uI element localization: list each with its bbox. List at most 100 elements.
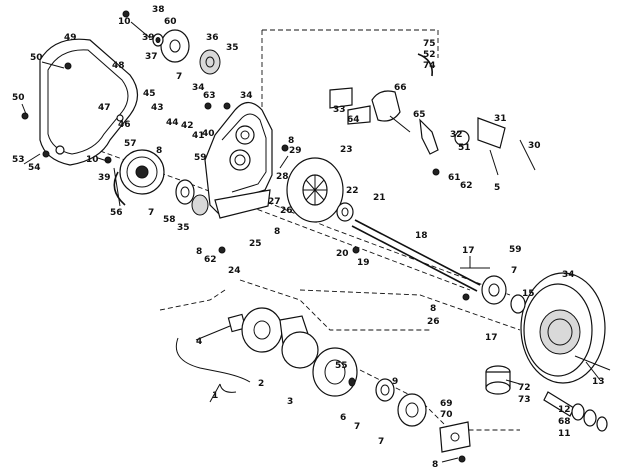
callout-33: 33	[333, 105, 346, 115]
callout-labels: 10 38 60 39 37 7 36 35 49 50 48 50 45 43…	[12, 5, 605, 470]
callout-66: 65	[413, 110, 426, 120]
callout-23: 23	[340, 145, 353, 155]
callout-56: 56	[110, 208, 123, 218]
callout-7c: 7	[511, 266, 517, 276]
hardware-fasteners	[21, 10, 470, 301]
callout-8d: 8	[196, 247, 202, 257]
lower-center-parts	[375, 378, 471, 463]
callout-9: 9	[392, 377, 398, 387]
brake-caliper-assembly	[329, 53, 536, 176]
callout-45: 45	[143, 89, 156, 99]
callout-50a: 50	[30, 53, 43, 63]
callout-72: 73	[518, 395, 531, 405]
callout-30: 30	[528, 141, 541, 151]
callout-12: 12	[558, 405, 571, 415]
callout-74: 75	[423, 39, 436, 49]
callout-51: 51	[458, 143, 471, 153]
callout-64: 63	[203, 91, 216, 101]
callout-6: 6	[340, 413, 346, 423]
callout-19: 19	[357, 258, 370, 268]
callout-71: 72	[518, 383, 531, 393]
callout-57: 57	[124, 139, 137, 149]
callout-17: 17	[462, 246, 475, 256]
callout-2: 2	[258, 379, 264, 389]
callout-52: 52	[423, 50, 436, 60]
callout-44: 44	[166, 118, 179, 128]
callout-39b: 39	[98, 173, 111, 183]
callout-8c: 8	[274, 227, 280, 237]
callout-35b: 35	[177, 223, 190, 233]
callout-62: 61	[448, 173, 461, 183]
callout-7b: 7	[148, 208, 154, 218]
chaincase-housing	[204, 101, 273, 219]
callout-60: 59	[509, 245, 522, 255]
callout-11: 11	[558, 429, 571, 439]
callout-26a: 26	[280, 206, 293, 216]
callout-58: 58	[163, 215, 176, 225]
callout-54: 54	[28, 163, 41, 173]
callout-53: 53	[12, 155, 25, 165]
callout-24: 24	[228, 266, 241, 276]
callout-32: 32	[450, 130, 463, 140]
callout-61: 60	[164, 17, 177, 27]
callout-40: 40	[202, 129, 215, 139]
callout-7d: 7	[354, 422, 360, 432]
brake-disc	[286, 157, 354, 223]
callout-7e: 7	[378, 437, 384, 447]
drive-clutch-assembly	[175, 307, 358, 397]
callout-42: 42	[181, 121, 194, 131]
callout-8f: 8	[432, 460, 438, 470]
callout-28: 28	[276, 172, 289, 182]
callout-21: 21	[373, 193, 386, 203]
callout-68: 68	[558, 417, 571, 427]
callout-31: 31	[494, 114, 507, 124]
callout-22: 22	[346, 186, 359, 196]
callout-27: 27	[268, 197, 281, 207]
callout-15: 15	[522, 289, 535, 299]
callout-4: 4	[196, 337, 202, 347]
callout-65: 64	[347, 115, 360, 125]
callout-67: 66	[394, 83, 407, 93]
callout-59: 59	[194, 153, 207, 163]
callout-36: 36	[206, 33, 219, 43]
upper-sprocket-stack	[152, 29, 221, 75]
callout-73: 74	[423, 61, 436, 71]
callout-16: 17	[485, 333, 498, 343]
callout-8b: 8	[288, 136, 294, 146]
callout-26b: 26	[427, 317, 440, 327]
callout-49: 49	[64, 33, 77, 43]
driven-clutch-pulley	[481, 272, 611, 432]
callout-1: 1	[212, 391, 218, 401]
callout-34b: 34	[240, 91, 253, 101]
callout-55: 55	[335, 361, 348, 371]
callout-43: 43	[151, 103, 164, 113]
callout-48: 48	[112, 61, 125, 71]
callout-41: 41	[192, 131, 205, 141]
callout-20: 20	[336, 249, 349, 259]
callout-8a: 8	[156, 146, 162, 156]
callout-5: 5	[494, 183, 500, 193]
callout-25: 25	[249, 239, 262, 249]
callout-18: 18	[415, 231, 428, 241]
callout-10a: 10	[118, 17, 131, 27]
callout-38: 38	[152, 5, 165, 15]
callout-50b: 50	[12, 93, 25, 103]
callout-47: 47	[98, 103, 111, 113]
drive-sprocket-and-chain	[113, 149, 209, 216]
callout-39a: 39	[142, 33, 155, 43]
leader-lines	[21, 21, 601, 463]
callout-34c: 34	[562, 270, 575, 280]
callout-35a: 35	[226, 43, 239, 53]
callout-13: 13	[592, 377, 605, 387]
callout-7a: 7	[176, 72, 182, 82]
chaincase-cover	[39, 38, 139, 166]
callout-37: 37	[145, 52, 158, 62]
callout-70: 70	[440, 410, 453, 420]
callout-63b: 62	[460, 181, 473, 191]
callout-63a: 62	[204, 255, 217, 265]
callout-3: 3	[287, 397, 293, 407]
drive-shaft	[351, 219, 490, 292]
callout-10b: 10	[86, 155, 99, 165]
